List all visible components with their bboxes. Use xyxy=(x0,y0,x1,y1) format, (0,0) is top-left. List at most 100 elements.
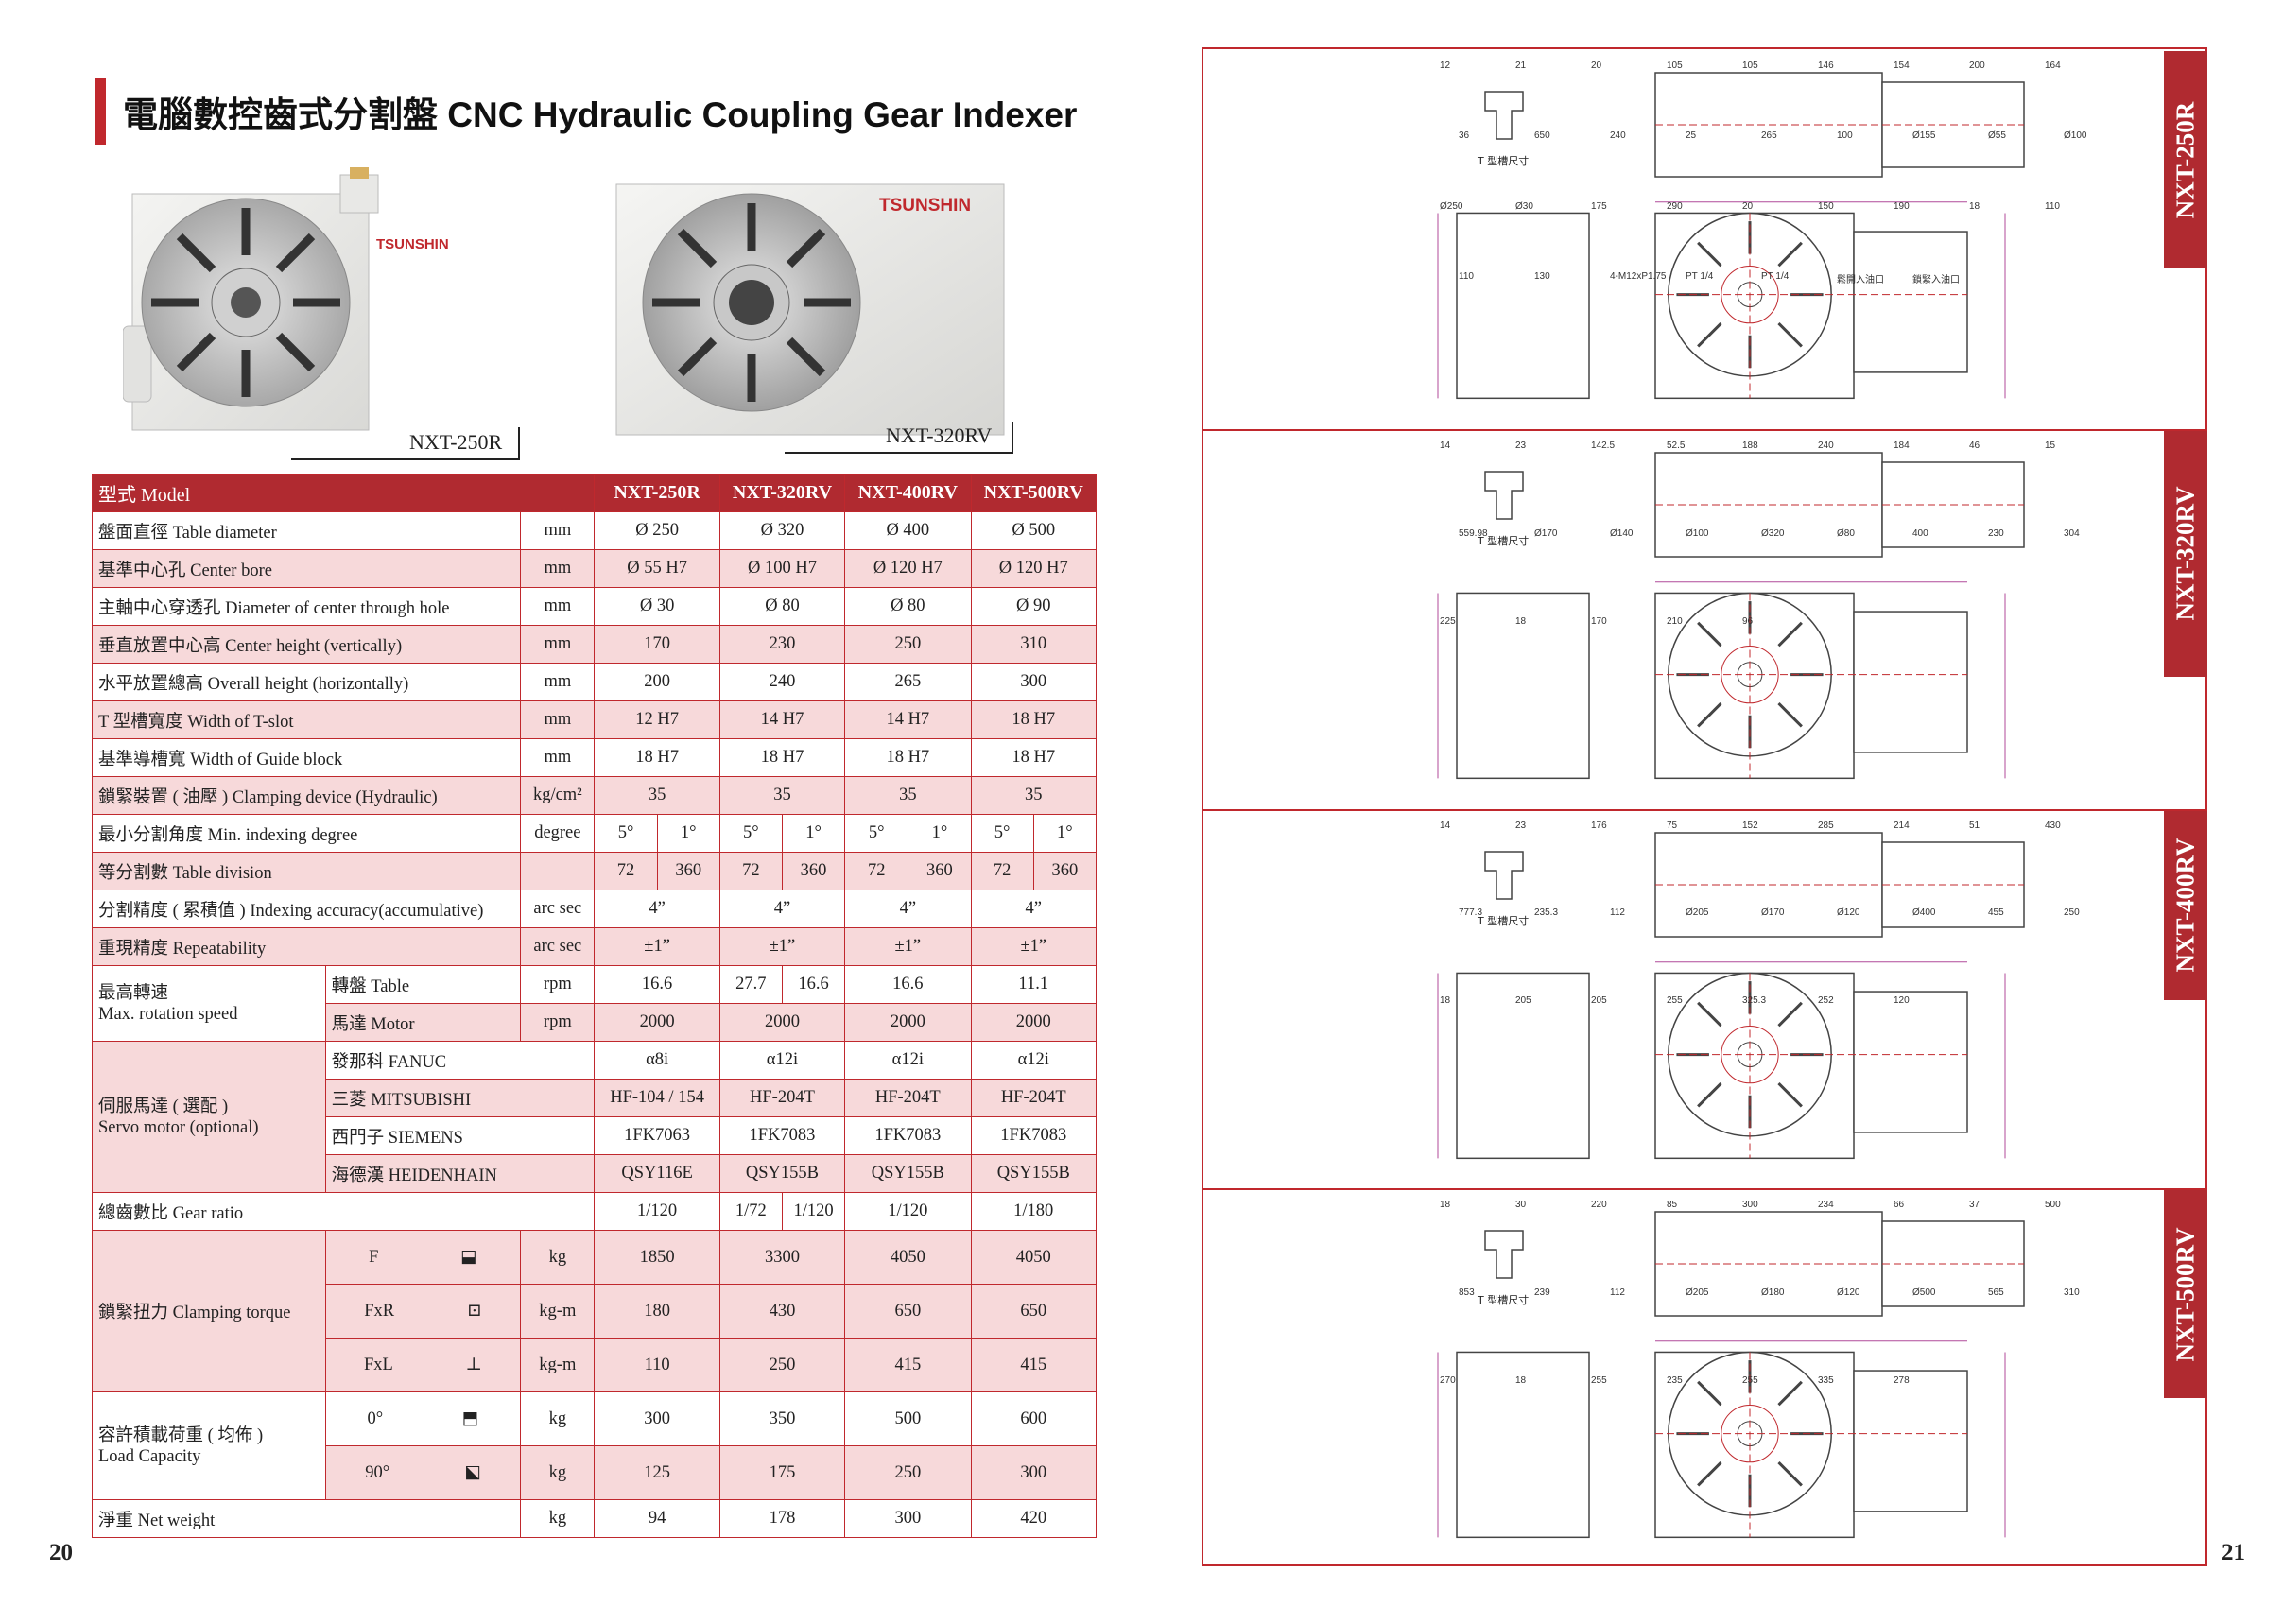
t-slot-dimension-label: T 型槽尺寸 xyxy=(1478,534,1530,547)
section-divider xyxy=(1203,1188,2205,1191)
dimension-label: 100 xyxy=(1837,130,1853,142)
title-accent-bar xyxy=(95,78,106,145)
dimension-label: 220 xyxy=(1591,1200,1607,1211)
dimension-label: Ø320 xyxy=(1761,527,1785,539)
dimension-label: 240 xyxy=(1818,440,1834,451)
dimension-label: Ø55 xyxy=(1988,130,2006,142)
dimension-label: 853 xyxy=(1459,1287,1475,1299)
bore-circle xyxy=(1721,645,1779,704)
technical-drawing xyxy=(1437,831,2025,1159)
side-view-body xyxy=(1456,212,1590,400)
title-text: 電腦數控齒式分割盤 CNC Hydraulic Coupling Gear In… xyxy=(123,95,1078,134)
dimension-label: 250 xyxy=(2064,907,2080,919)
dimension-label: 96 xyxy=(1742,615,1754,627)
model-nxt-500rv: NXT-500RV xyxy=(970,474,1097,512)
dimension-label: 18 xyxy=(1440,1200,1451,1211)
model-header: 型式 Model xyxy=(91,474,596,512)
dimension-label: 130 xyxy=(1534,271,1550,283)
t-slot-line xyxy=(1777,1001,1803,1027)
spec-table: 型式 Model NXT-250R NXT-320RV NXT-400RV NX… xyxy=(91,474,1098,1538)
dimension-label: 278 xyxy=(1894,1375,1910,1387)
motor-housing xyxy=(1853,1370,1968,1512)
dimension-label: 75 xyxy=(1667,820,1678,831)
caption-underline xyxy=(785,452,1012,454)
dimension-label: 4-M12xP1.75 xyxy=(1610,271,1667,283)
t-slot-line xyxy=(1697,1461,1722,1487)
dimension-label: 150 xyxy=(1818,200,1834,212)
radial-force-diagram-icon: ⊡ xyxy=(467,1302,482,1321)
model-tab-label: NXT-320RV xyxy=(2171,486,2200,621)
dimension-label: 400 xyxy=(1912,527,1928,539)
dimension-label: Ø30 xyxy=(1515,200,1533,212)
dimension-label: 鬆開入油口 xyxy=(1837,275,1884,286)
dimension-label: 46 xyxy=(1969,440,1980,451)
dimension-label: Ø170 xyxy=(1534,527,1558,539)
model-tab-nxt-320rv: NXT-320RV xyxy=(2164,430,2207,677)
dimension-label: 255 xyxy=(1742,1375,1758,1387)
t-slot-line xyxy=(1777,241,1803,268)
dimension-label: 325.3 xyxy=(1742,995,1767,1007)
dimension-label: Ø120 xyxy=(1837,1287,1860,1299)
dimension-label: 51 xyxy=(1969,820,1980,831)
table-row: 分割精度 ( 累積值 ) Indexing accuracy(accumulat… xyxy=(91,890,1097,928)
dimension-label: 234 xyxy=(1818,1200,1834,1211)
horizontal-load-icon: ⬒ xyxy=(461,1409,479,1428)
t-slot-line xyxy=(1777,1380,1803,1407)
dimension-label: Ø140 xyxy=(1610,527,1634,539)
t-slot-line xyxy=(1697,701,1722,728)
t-slot-profile xyxy=(1484,91,1524,140)
vertical-load-icon: ⬕ xyxy=(464,1463,481,1482)
section-divider xyxy=(1203,428,2205,431)
dimension-label: Ø170 xyxy=(1761,907,1785,919)
technical-drawing xyxy=(1437,452,2025,779)
caption-nxt-250r: NXT-250R xyxy=(409,430,503,454)
dimension-label: PT 1/4 xyxy=(1686,271,1714,283)
t-slot-dimension-label: T 型槽尺寸 xyxy=(1478,155,1530,167)
dimension-label: 265 xyxy=(1761,130,1777,142)
caption-nxt-320rv: NXT-320RV xyxy=(886,423,993,447)
dimension-label: 120 xyxy=(1894,995,1910,1007)
dimension-label: 164 xyxy=(2045,60,2061,71)
motor-housing xyxy=(1853,990,1968,1133)
dimension-label: 205 xyxy=(1515,995,1531,1007)
dimension-label: 18 xyxy=(1515,615,1527,627)
dimension-label: 146 xyxy=(1818,60,1834,71)
dimension-label: 252 xyxy=(1818,995,1834,1007)
model-tab-label: NXT-250R xyxy=(2171,101,2200,218)
t-slot-line xyxy=(1777,1461,1803,1487)
force-diagram-icon: ⬓ xyxy=(460,1248,477,1267)
dimension-label: 565 xyxy=(1988,1287,2004,1299)
product-photo-nxt-250r: TSUNSHIN xyxy=(122,165,449,449)
dimension-label: 15 xyxy=(2045,440,2056,451)
dimension-label: 112 xyxy=(1610,1287,1625,1299)
motor-housing xyxy=(1853,231,1968,373)
technical-drawing xyxy=(1437,1211,2025,1539)
t-slot-line xyxy=(1777,701,1803,728)
dimension-label: Ø180 xyxy=(1761,1287,1785,1299)
dimension-label: 20 xyxy=(1591,60,1602,71)
page-number-right: 21 xyxy=(2222,1540,2245,1565)
table-row: 水平放置總高 Overall height (horizontally)mm 2… xyxy=(91,663,1097,701)
dimension-label: Ø155 xyxy=(1912,130,1936,142)
dimension-label: 52.5 xyxy=(1667,440,1686,451)
dimension-label: 20 xyxy=(1742,200,1754,212)
dimension-label: 14 xyxy=(1440,820,1451,831)
dimension-label: 300 xyxy=(1742,1200,1758,1211)
brand-logo: TSUNSHIN xyxy=(376,236,449,252)
dimension-label: 650 xyxy=(1534,130,1550,142)
dimension-label: 239 xyxy=(1534,1287,1550,1299)
dimension-label: 21 xyxy=(1515,60,1527,71)
dimension-label: 110 xyxy=(2045,200,2060,212)
dimension-label: 18 xyxy=(1515,1375,1527,1387)
dimension-label: Ø205 xyxy=(1686,1287,1709,1299)
side-view-body xyxy=(1456,972,1590,1159)
